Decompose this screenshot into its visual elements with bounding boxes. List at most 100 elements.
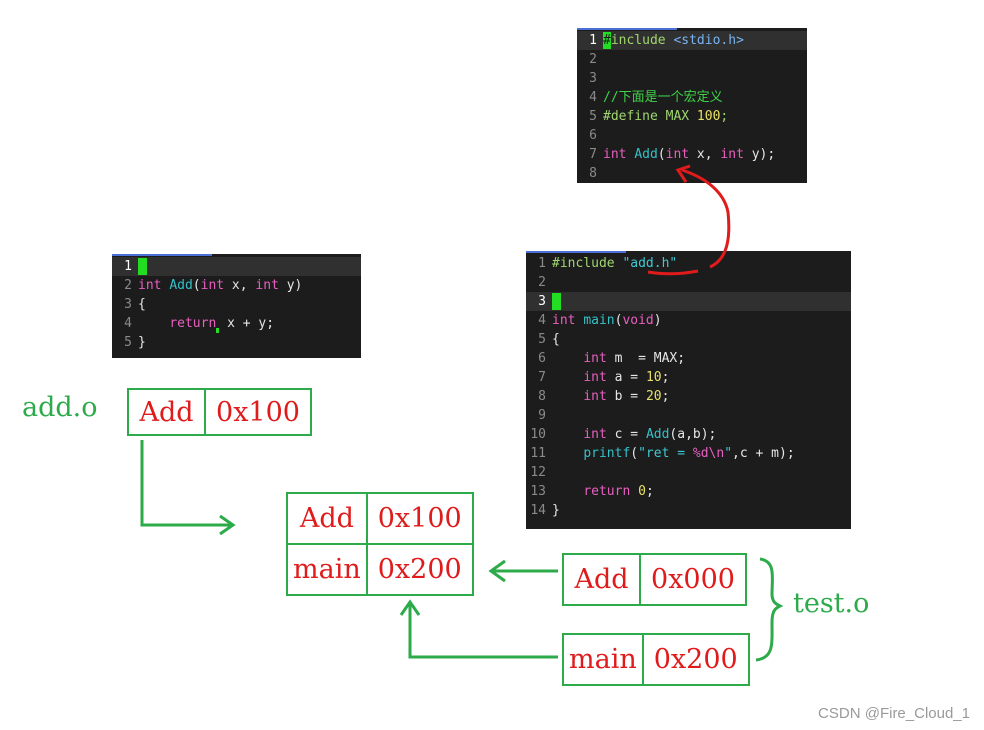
code-token: y);	[743, 147, 776, 162]
code-token: a =	[606, 370, 646, 385]
underline-include	[647, 269, 699, 276]
line-number: 13	[530, 484, 546, 499]
code-token: m = MAX;	[606, 351, 686, 366]
code-token: (	[657, 147, 666, 162]
code-token: ;	[661, 389, 670, 404]
code-line: 6 int m = MAX;	[526, 349, 851, 368]
address-cell: 0x100	[204, 388, 312, 436]
arrow-test-main-to-merged	[408, 602, 558, 659]
code-line: 2	[526, 273, 851, 292]
code-token: "ret =	[638, 446, 693, 461]
code-line: 12	[526, 463, 851, 482]
brace-test-o	[755, 557, 784, 662]
code-line: 14}	[526, 501, 851, 520]
code-token: int	[255, 278, 279, 293]
code-line: 8	[577, 164, 807, 183]
code-line: 4 //下面是一个宏定义	[577, 88, 807, 107]
arrowhead-test-main	[399, 599, 421, 616]
code-token: 100	[696, 109, 721, 124]
table-row: Add 0x000	[562, 553, 747, 606]
text-cursor	[138, 258, 147, 275]
code-token: 0	[638, 484, 646, 499]
symbol-cell: main	[562, 633, 644, 686]
line-number: 14	[530, 503, 546, 518]
code-line: 8 int b = 20;	[526, 387, 851, 406]
code-token: main	[583, 313, 615, 328]
line-number: 9	[538, 408, 546, 423]
code-token: x,	[224, 278, 256, 293]
panel-tab-indicator	[526, 251, 626, 253]
code-token: y)	[278, 278, 303, 293]
line-number: 2	[124, 278, 132, 293]
code-token: Add	[645, 427, 670, 442]
code-token: int	[665, 147, 690, 162]
code-token: //下面是一个宏定义	[603, 90, 723, 105]
line-number: 5	[124, 335, 132, 350]
address-cell: 0x000	[639, 553, 747, 606]
code-token: )	[653, 313, 662, 328]
address-cell: 0x200	[641, 633, 750, 686]
code-token: return	[583, 484, 631, 499]
symbol-cell: Add	[562, 553, 641, 606]
code-line: 4 return x + y;	[112, 314, 361, 333]
code-token: ;	[661, 370, 670, 385]
watermark: CSDN @Fire_Cloud_1	[818, 705, 970, 722]
code-token: 10	[645, 370, 662, 385]
text-cursor: #	[603, 32, 611, 49]
line-number: 4	[589, 90, 597, 105]
symbol-cell: main	[286, 543, 368, 596]
line-number: 4	[124, 316, 132, 331]
arrowhead-add-o	[219, 514, 236, 536]
code-token: int	[200, 278, 225, 293]
code-line: 6	[577, 126, 807, 145]
table-row: main 0x200	[286, 543, 474, 596]
code-token: (	[630, 446, 639, 461]
test-o-symbol-table-add: Add 0x000	[562, 553, 747, 606]
code-token: "add.h"	[622, 256, 678, 271]
code-line: 5 #define MAX 100;	[577, 107, 807, 126]
code-token: #include	[552, 256, 623, 271]
line-number: 4	[538, 313, 546, 328]
code-line: 11 printf("ret = %d\n",c + m);	[526, 444, 851, 463]
code-token: b =	[606, 389, 646, 404]
panel-tab-indicator	[112, 254, 212, 256]
code-line: 13 return 0;	[526, 482, 851, 501]
code-token: Add	[169, 278, 193, 293]
code-token: int	[720, 147, 744, 162]
code-line: 1	[112, 257, 361, 276]
code-token: int	[138, 278, 170, 293]
line-number: 2	[589, 52, 597, 67]
code-token: Add	[634, 147, 658, 162]
code-token: {	[138, 297, 146, 312]
code-token: #define MAX	[603, 109, 697, 124]
symbol-cell: Add	[286, 492, 368, 545]
table-row: Add 0x100	[127, 388, 312, 436]
table-row: Add 0x100	[286, 492, 474, 545]
line-number: 3	[124, 297, 132, 312]
line-number: 6	[589, 128, 597, 143]
line-number: 11	[530, 446, 546, 461]
code-token: (	[192, 278, 201, 293]
line-number: 3	[589, 71, 597, 86]
text-cursor	[216, 328, 220, 333]
code-token: "	[724, 446, 733, 461]
code-token: int	[583, 389, 607, 404]
line-number: 1	[538, 256, 546, 271]
code-line: 10 int c = Add(a,b);	[526, 425, 851, 444]
line-number: 3	[538, 294, 546, 309]
code-token: }	[552, 503, 560, 518]
arrowhead-include	[675, 164, 691, 183]
code-token: x + y;	[219, 316, 275, 331]
code-token: <stdio.h>	[673, 33, 744, 48]
code-token: ,c + m);	[732, 446, 795, 461]
test-o-label: test.o	[793, 588, 870, 619]
code-line: 5{	[526, 330, 851, 349]
line-number: 8	[589, 166, 597, 181]
line-number: 5	[589, 109, 597, 124]
code-token: int	[583, 370, 607, 385]
code-token: ;	[720, 109, 729, 124]
